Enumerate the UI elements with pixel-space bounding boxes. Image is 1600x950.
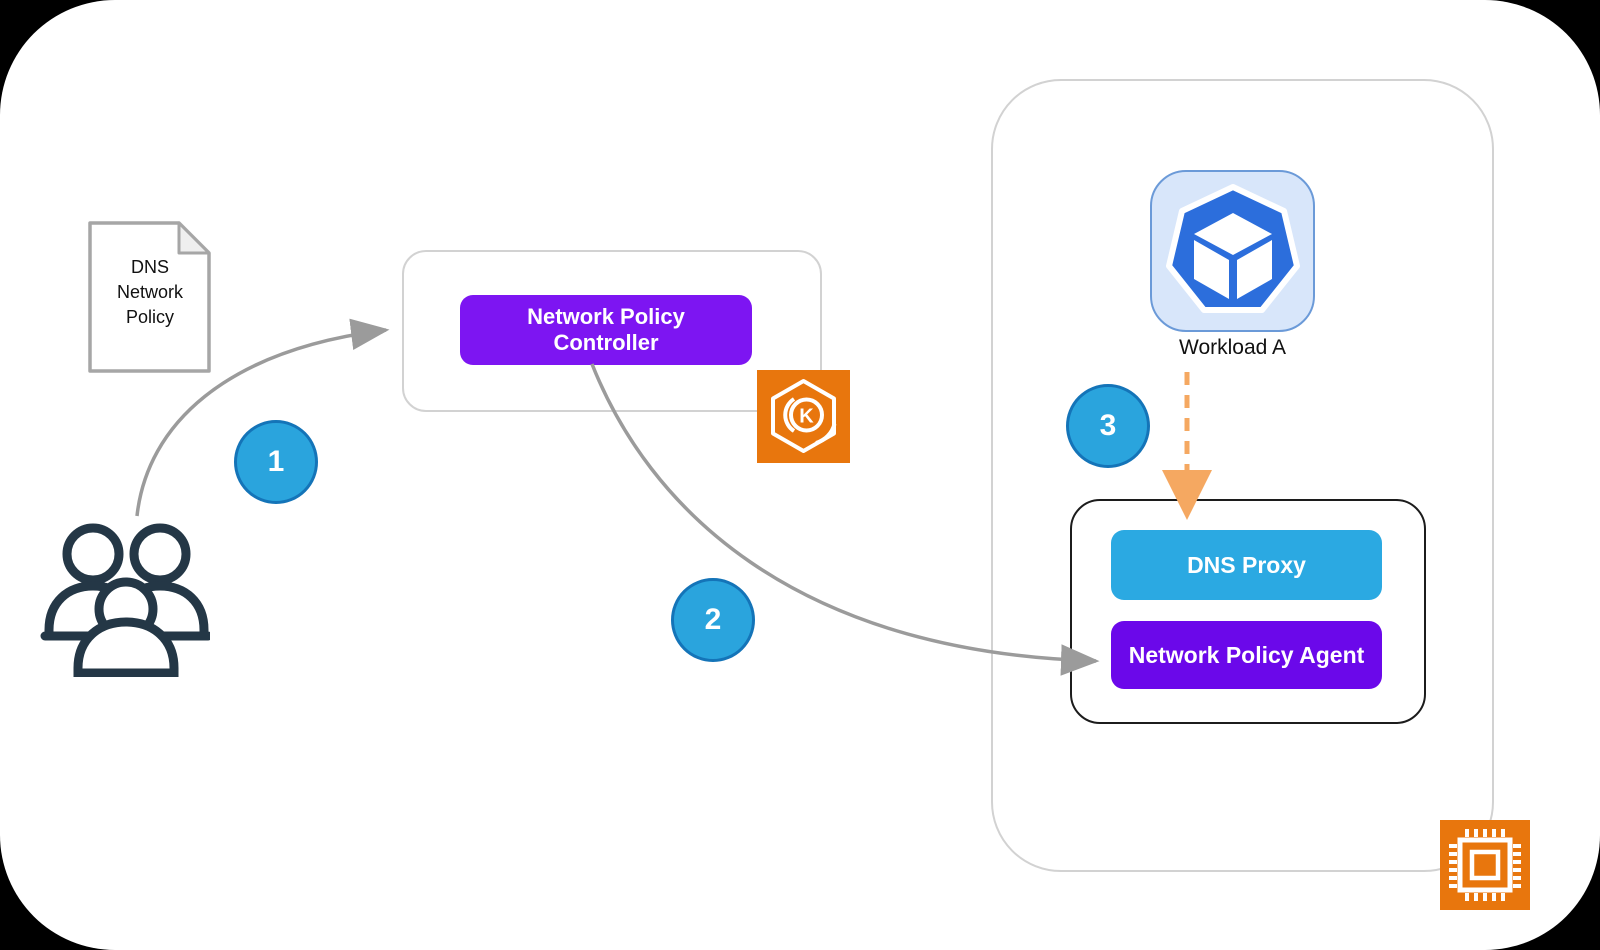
users-icon	[40, 512, 213, 678]
step-badge-2: 2	[671, 578, 755, 662]
dns-policy-document: DNS Network Policy	[88, 221, 212, 373]
network-policy-controller-button: Network Policy Controller	[460, 295, 752, 365]
network-policy-controller-label: Network Policy Controller	[527, 303, 685, 355]
workload-tile	[1150, 170, 1315, 332]
document-fold-corner	[177, 221, 211, 255]
doc-line-3: Policy	[125, 307, 174, 327]
step-1-number: 1	[267, 445, 285, 478]
doc-line-1: DNS	[130, 257, 169, 277]
dns-policy-document-label: DNS Network Policy	[88, 255, 212, 330]
dns-proxy-button: DNS Proxy	[1111, 530, 1382, 600]
network-policy-agent-button: Network Policy Agent	[1111, 621, 1382, 689]
workload-label: Workload A	[1179, 336, 1286, 359]
doc-line-2: Network	[116, 282, 183, 302]
ec2-chip-icon	[1440, 820, 1530, 910]
step-2-number: 2	[704, 603, 722, 636]
step-badge-1: 1	[234, 420, 318, 504]
network-policy-agent-label: Network Policy Agent	[1128, 641, 1365, 668]
workload-pod-icon	[1165, 184, 1300, 313]
eks-icon: K	[757, 370, 850, 463]
eks-icon-letter: K	[799, 406, 814, 428]
step-badge-3: 3	[1066, 384, 1150, 468]
dns-proxy-label: DNS Proxy	[1187, 551, 1306, 578]
step-3-number: 3	[1099, 409, 1117, 442]
